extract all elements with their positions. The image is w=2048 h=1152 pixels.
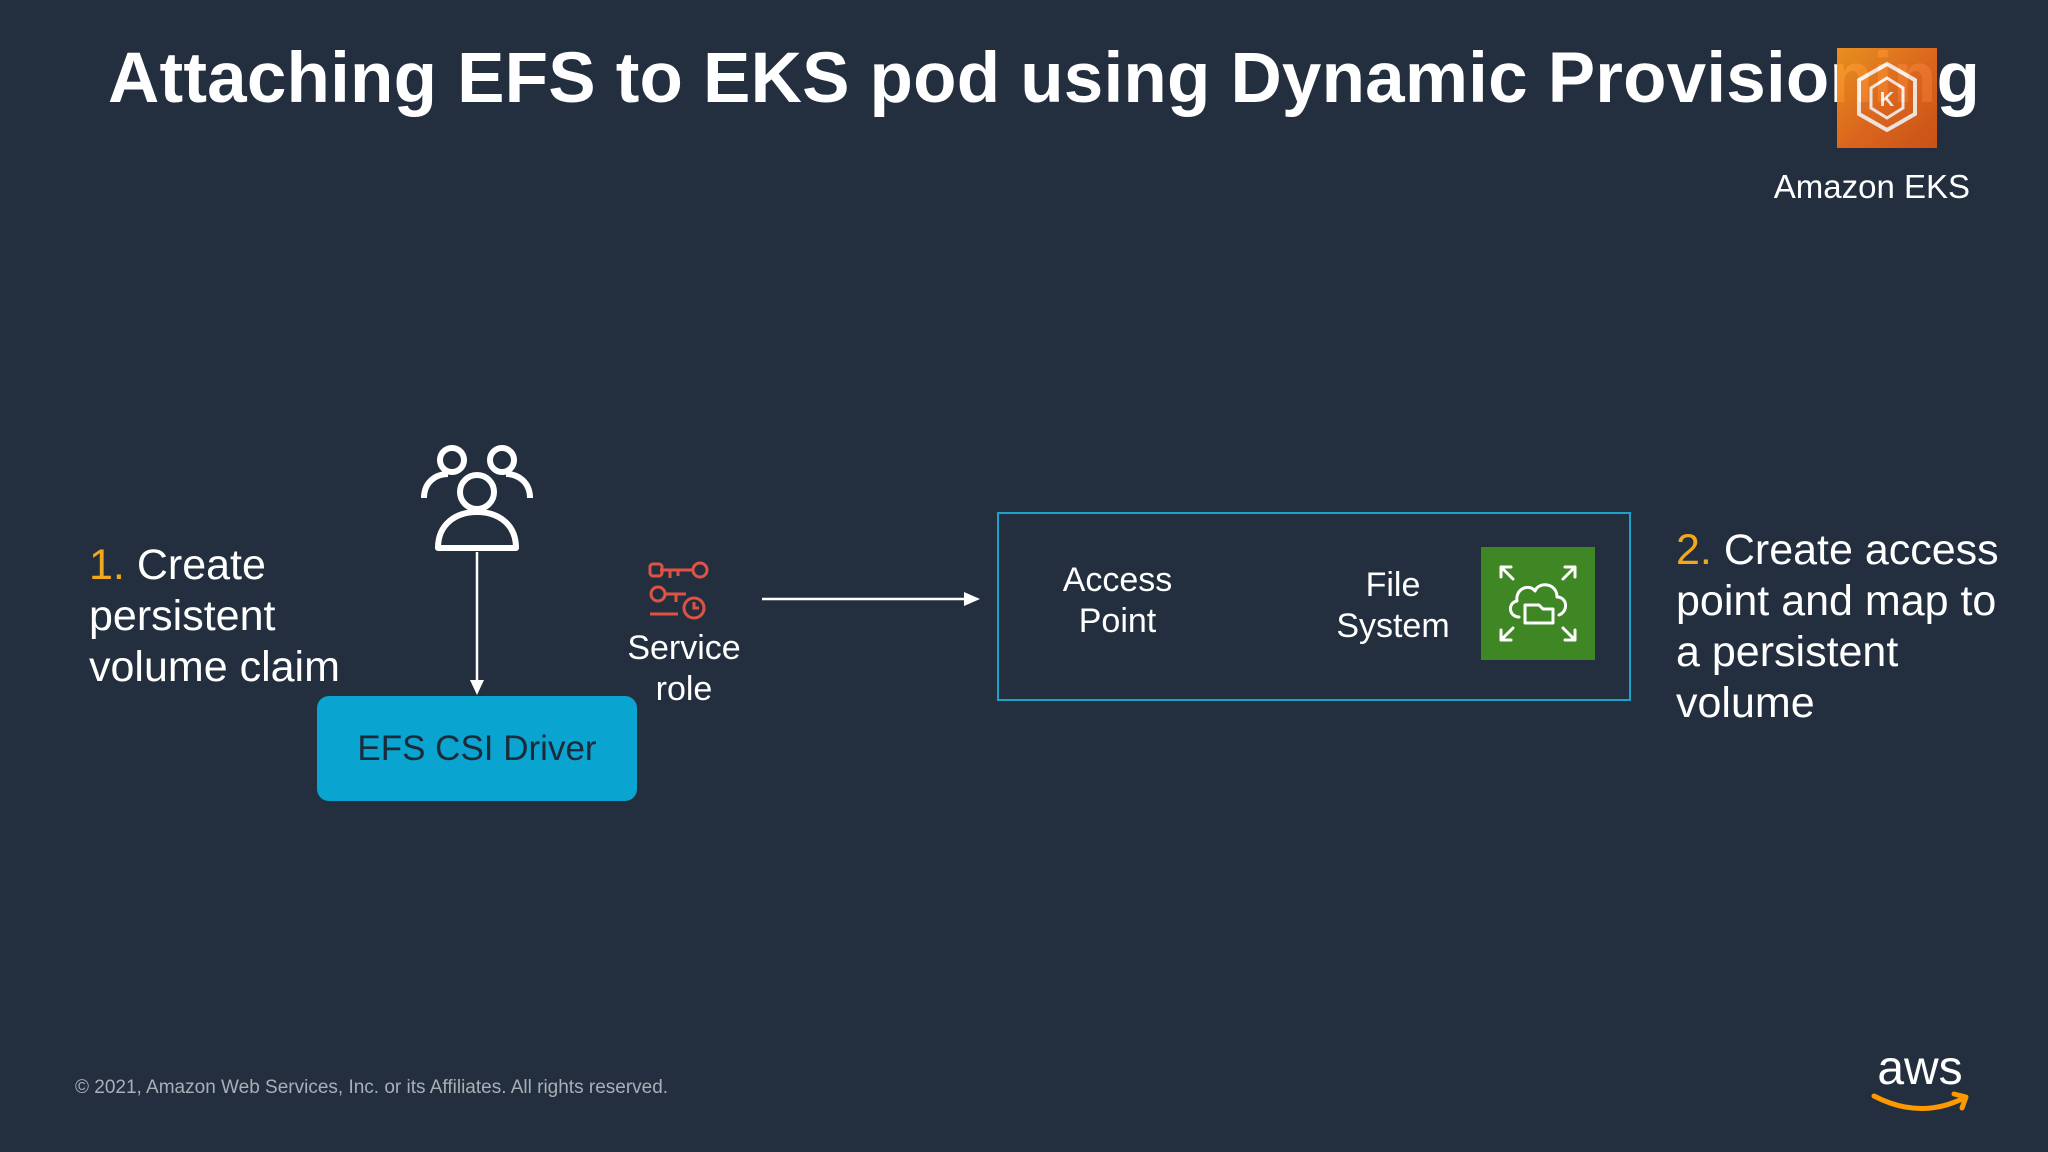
- service-role-line2: role: [655, 670, 713, 708]
- aws-logo: aws: [1871, 1042, 1969, 1111]
- service-role-line1: Service: [627, 629, 741, 667]
- iam-role-icon: [648, 561, 709, 620]
- step-2-line2: point and map to: [1676, 577, 1997, 625]
- copyright-text: © 2021, Amazon Web Services, Inc. or its…: [75, 1077, 669, 1098]
- step-2-line1: Create access: [1711, 526, 1999, 574]
- step-1-line2: persistent: [89, 592, 276, 640]
- eks-label: Amazon EKS: [1773, 168, 1970, 205]
- step-2-number: 2.: [1676, 526, 1712, 574]
- file-system-line2: System: [1336, 607, 1450, 645]
- step-1-line1: Create: [124, 541, 266, 589]
- slide-title: Attaching EFS to EKS pod using Dynamic P…: [108, 39, 1981, 118]
- step-1-number: 1.: [89, 541, 125, 589]
- eks-icon: K: [1837, 48, 1937, 148]
- step-2-line4: volume: [1676, 679, 1815, 727]
- efs-group-box: [997, 512, 1631, 701]
- role-to-accesspoint-arrowhead: [964, 592, 980, 606]
- users-icon: [421, 445, 533, 551]
- svg-text:aws: aws: [1877, 1042, 1962, 1095]
- efs-icon: [1481, 547, 1595, 660]
- access-point-label: Access Point: [1040, 560, 1195, 642]
- users-to-driver-arrowhead: [470, 680, 484, 695]
- service-role-label: Service role: [600, 628, 768, 710]
- file-system-label: File System: [1318, 565, 1468, 647]
- step-1-text: 1. Create persistent volume claim: [89, 540, 340, 693]
- step-1-line3: volume claim: [89, 643, 340, 691]
- step-2-text: 2. Create access point and map to a pers…: [1676, 525, 1999, 729]
- access-point-line2: Point: [1078, 602, 1157, 640]
- file-system-line1: File: [1365, 566, 1421, 604]
- access-point-line1: Access: [1062, 561, 1173, 599]
- efs-csi-driver-box: EFS CSI Driver: [317, 696, 637, 801]
- svg-text:K: K: [1880, 89, 1895, 111]
- step-2-line3: a persistent: [1676, 628, 1899, 676]
